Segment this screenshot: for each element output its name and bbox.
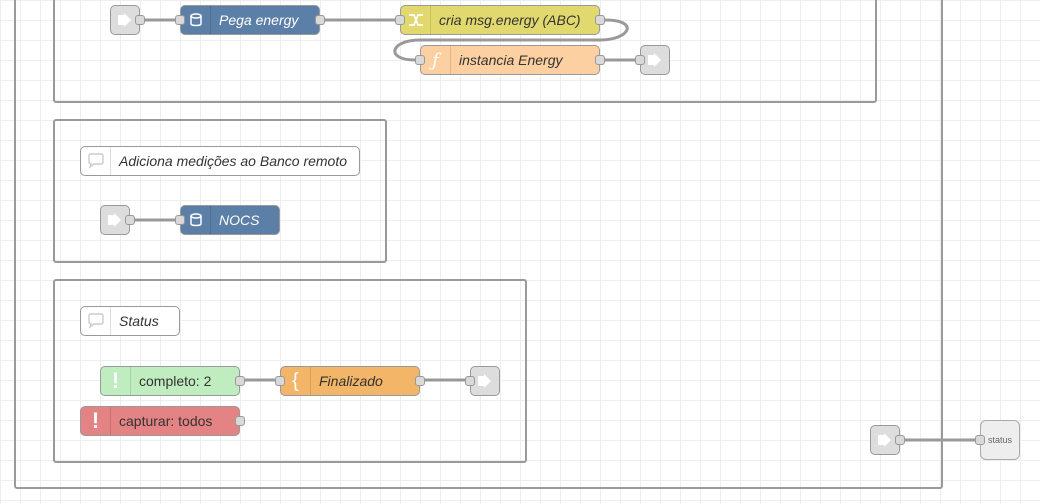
input-port[interactable] bbox=[465, 376, 475, 386]
nocs-node[interactable]: NOCS bbox=[175, 205, 280, 235]
comment-icon bbox=[81, 307, 111, 335]
comment-status-node[interactable]: Status bbox=[80, 306, 180, 336]
link-in-icon bbox=[118, 13, 131, 27]
database-icon bbox=[181, 6, 211, 34]
alert-icon: ! bbox=[81, 407, 111, 435]
comment-banco-node[interactable]: Adiciona medições ao Banco remoto bbox=[80, 146, 360, 176]
outer-workspace-group[interactable] bbox=[14, 0, 943, 489]
cria-msg-energy-node[interactable]: cria msg.energy (ABC) bbox=[395, 5, 605, 35]
link-out-node[interactable] bbox=[465, 366, 500, 396]
node-label: Pega energy bbox=[219, 12, 299, 28]
output-port[interactable] bbox=[415, 376, 425, 386]
link-out-icon bbox=[648, 53, 661, 67]
node-label: completo: 2 bbox=[139, 373, 212, 389]
node-label: capturar: todos bbox=[119, 413, 213, 429]
pega-energy-node[interactable]: Pega energy bbox=[175, 5, 325, 35]
node-label: instancia Energy bbox=[459, 52, 563, 68]
template-icon: { bbox=[281, 367, 311, 395]
link-out-node[interactable] bbox=[635, 45, 670, 75]
node-label: Status bbox=[119, 313, 159, 329]
link-out-icon bbox=[478, 374, 491, 388]
link-in-icon bbox=[878, 433, 891, 447]
input-port[interactable] bbox=[175, 15, 185, 25]
capturar-node[interactable]: ! capturar: todos bbox=[80, 406, 245, 436]
energy-flow-group[interactable] bbox=[53, 0, 877, 103]
input-port[interactable] bbox=[395, 15, 405, 25]
input-port[interactable] bbox=[635, 55, 645, 65]
input-port[interactable] bbox=[975, 435, 985, 445]
output-port[interactable] bbox=[595, 15, 605, 25]
status-node[interactable]: status bbox=[975, 420, 1020, 460]
finalizado-node[interactable]: { Finalizado bbox=[275, 366, 425, 396]
output-port[interactable] bbox=[235, 416, 245, 426]
link-in-node[interactable] bbox=[110, 5, 145, 35]
completo-node[interactable]: ! completo: 2 bbox=[100, 366, 245, 396]
link-in-icon bbox=[108, 213, 121, 227]
node-label: NOCS bbox=[219, 212, 260, 228]
comment-icon bbox=[81, 147, 111, 175]
function-icon: ƒ bbox=[421, 46, 451, 74]
status-group[interactable] bbox=[53, 279, 527, 463]
remote-db-group[interactable] bbox=[53, 119, 387, 263]
output-port[interactable] bbox=[895, 435, 905, 445]
output-port[interactable] bbox=[595, 55, 605, 65]
link-in-node[interactable] bbox=[870, 425, 905, 455]
instancia-energy-node[interactable]: ƒ instancia Energy bbox=[415, 45, 605, 75]
output-port[interactable] bbox=[235, 376, 245, 386]
input-port[interactable] bbox=[275, 376, 285, 386]
node-label: Adiciona medições ao Banco remoto bbox=[119, 153, 348, 169]
node-label: Finalizado bbox=[319, 373, 383, 389]
input-port[interactable] bbox=[415, 55, 425, 65]
node-label: cria msg.energy (ABC) bbox=[439, 12, 581, 28]
output-port[interactable] bbox=[125, 215, 135, 225]
database-icon bbox=[181, 206, 211, 234]
output-port[interactable] bbox=[135, 15, 145, 25]
status-label: status bbox=[987, 435, 1012, 445]
input-port[interactable] bbox=[175, 215, 185, 225]
output-port[interactable] bbox=[315, 15, 325, 25]
change-icon bbox=[401, 6, 431, 34]
link-in-node[interactable] bbox=[100, 205, 135, 235]
alert-icon: ! bbox=[101, 367, 131, 395]
